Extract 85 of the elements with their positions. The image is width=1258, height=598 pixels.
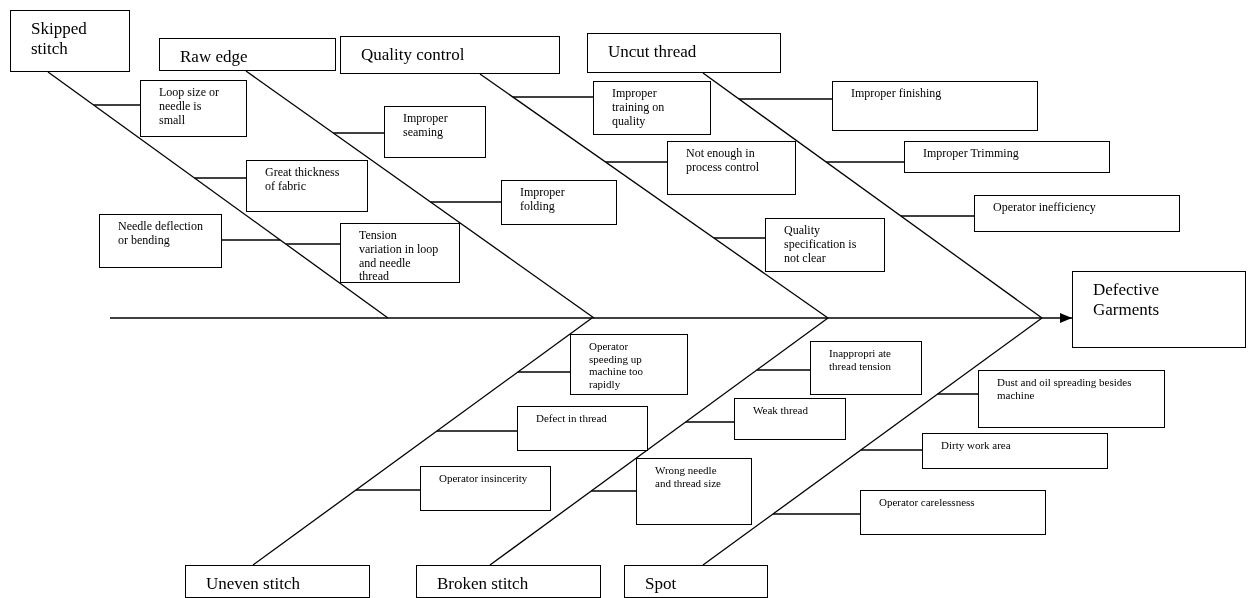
cause-box: [99, 214, 222, 268]
cause-box: [922, 433, 1108, 469]
bone-line: [479, 73, 829, 319]
cause-box: [810, 341, 922, 395]
box-label: Quality control: [361, 45, 465, 65]
box-label: Uneven stitch: [206, 574, 300, 594]
leader-line: [512, 96, 594, 98]
cause-box: [734, 398, 846, 440]
cause-box: [420, 466, 551, 511]
cause-box: [765, 218, 885, 272]
box-label: Operator carelessness: [879, 496, 975, 509]
box-label: Operator speeding up machine too rapidly: [589, 340, 645, 391]
cause-box: [974, 195, 1180, 232]
box-label: Dirty work area: [941, 439, 1011, 452]
category-box: [416, 565, 601, 598]
box-label: Uncut thread: [608, 42, 697, 62]
box-label: Operator inefficiency: [993, 201, 1096, 215]
leader-line: [436, 430, 518, 432]
cause-box: [517, 406, 648, 451]
box-label: Quality specification is not clear: [784, 224, 858, 266]
cause-box: [860, 490, 1046, 535]
box-label: Tension variation in loop and needle thread: [359, 229, 440, 285]
cause-box: [904, 141, 1110, 173]
box-label: Great thickness of fabric: [265, 166, 341, 194]
category-box: [340, 36, 560, 74]
leader-line: [713, 237, 766, 239]
leader-line: [517, 371, 571, 373]
box-label: Wrong needle and thread size: [655, 464, 722, 490]
cause-box: [832, 81, 1038, 131]
box-label: Raw edge: [180, 47, 248, 67]
cause-box: [978, 370, 1165, 428]
leader-line: [332, 132, 385, 134]
box-label: Inappropri ate thread tension: [829, 347, 892, 373]
category-box: [587, 33, 781, 73]
cause-box: [140, 80, 247, 137]
box-label: Dust and oil spreading besides machine: [997, 376, 1133, 402]
leader-line: [604, 161, 668, 163]
leader-line: [825, 161, 905, 163]
cause-box: [246, 160, 368, 212]
box-label: Needle deflection or bending: [118, 220, 203, 248]
effect-box: [1072, 271, 1246, 348]
leader-line: [429, 201, 502, 203]
box-label: Weak thread: [753, 404, 808, 417]
leader-line: [756, 369, 811, 371]
leader-line: [685, 421, 735, 423]
leader-line: [193, 177, 247, 179]
cause-box: [593, 81, 711, 135]
leader-line: [590, 490, 637, 492]
box-label: Defect in thread: [536, 412, 607, 425]
cause-box: [667, 141, 796, 195]
box-label: Improper Trimming: [923, 147, 1019, 161]
cause-box: [570, 334, 688, 395]
box-label: Broken stitch: [437, 574, 529, 594]
cause-box: [501, 180, 617, 225]
cause-box: [636, 458, 752, 525]
cause-box: [340, 223, 460, 283]
leader-line: [92, 104, 141, 106]
box-label: Spot: [645, 574, 677, 594]
category-box: [185, 565, 370, 598]
leader-line: [355, 489, 421, 491]
leader-line: [772, 513, 861, 515]
box-label: Loop size or needle is small: [159, 86, 220, 128]
category-box: [624, 565, 768, 598]
box-label: Improper finishing: [851, 87, 942, 101]
box-label: Improper training on quality: [612, 87, 666, 129]
box-label: Skipped stitch: [31, 19, 88, 59]
cause-box: [384, 106, 486, 158]
category-box: [159, 38, 336, 71]
spine-arrow: [109, 313, 1073, 323]
leader-line: [221, 239, 281, 241]
bone-line: [252, 317, 593, 566]
leader-line: [285, 243, 341, 245]
box-label: Improper seaming: [403, 112, 449, 140]
box-label: Improper folding: [520, 186, 566, 214]
leader-line: [738, 98, 833, 100]
bone-line: [489, 317, 829, 566]
leader-line: [860, 449, 923, 451]
box-label: Not enough in process control: [686, 147, 760, 175]
box-label: Defective Garments: [1093, 280, 1161, 320]
leader-line: [937, 393, 979, 395]
bone-line: [702, 317, 1043, 566]
category-box: [10, 10, 130, 72]
bone-line: [47, 71, 389, 319]
leader-line: [900, 215, 975, 217]
box-label: Operator insincerity: [439, 472, 528, 485]
